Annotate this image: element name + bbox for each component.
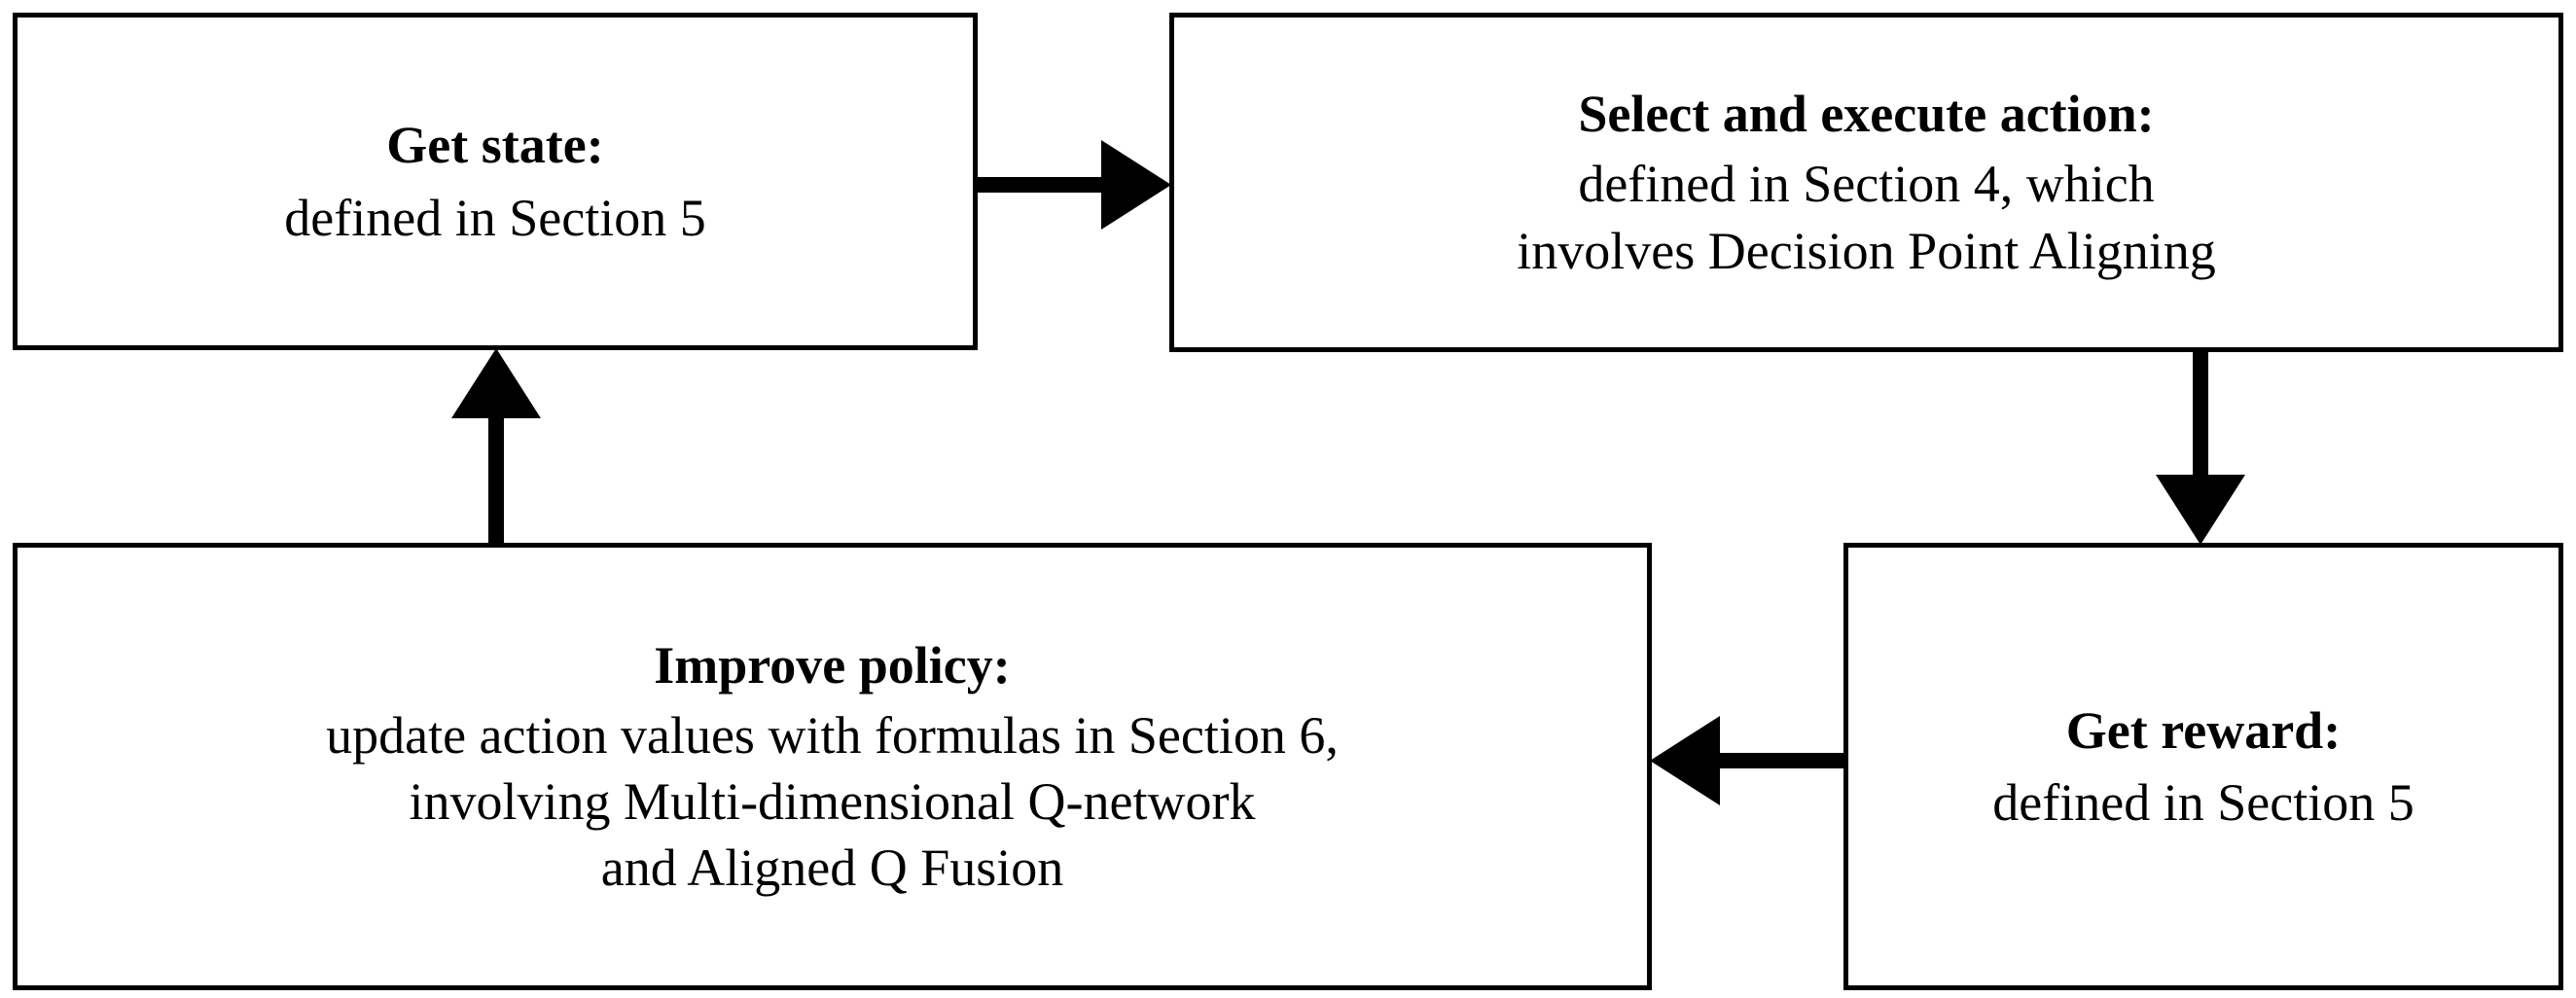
arrow-shaft-horizontal bbox=[1717, 753, 1845, 768]
node-get-reward-line-1: defined in Section 5 bbox=[1992, 773, 2415, 832]
arrow-shaft-horizontal bbox=[976, 177, 1104, 193]
arrow-head-up-icon bbox=[451, 348, 541, 418]
node-get-state-title: Get state: bbox=[386, 116, 604, 175]
edge-get-reward-to-improve-policy bbox=[1650, 716, 1845, 805]
node-improve-policy-line-1: update action values with formulas in Se… bbox=[326, 705, 1339, 765]
node-select-and-execute-action: Select and execute action: defined in Se… bbox=[1169, 13, 2563, 352]
node-select-action-title: Select and execute action: bbox=[1578, 85, 2155, 144]
node-get-state-line-1: defined in Section 5 bbox=[284, 188, 706, 247]
edge-improve-policy-to-get-state bbox=[451, 348, 541, 543]
node-get-reward: Get reward: defined in Section 5 bbox=[1843, 543, 2563, 990]
node-improve-policy-line-2: involving Multi-dimensional Q-network bbox=[409, 772, 1256, 831]
node-get-reward-title: Get reward: bbox=[2065, 700, 2342, 760]
node-improve-policy: Improve policy: update action values wit… bbox=[13, 543, 1652, 990]
node-improve-policy-title: Improve policy: bbox=[654, 635, 1011, 695]
arrow-head-left-icon bbox=[1650, 716, 1720, 805]
arrow-head-down-icon bbox=[2156, 475, 2245, 545]
node-select-action-line-1: defined in Section 4, which bbox=[1578, 155, 2155, 214]
edge-select-action-to-get-reward bbox=[2156, 350, 2245, 545]
arrow-shaft-vertical bbox=[2193, 350, 2208, 477]
node-select-action-line-2: involves Decision Point Aligning bbox=[1517, 221, 2216, 280]
node-get-state: Get state: defined in Section 5 bbox=[13, 13, 978, 350]
arrow-shaft-vertical bbox=[488, 416, 504, 543]
edge-get-state-to-select-action bbox=[976, 140, 1171, 230]
arrow-head-right-icon bbox=[1101, 140, 1171, 230]
node-improve-policy-line-3: and Aligned Q Fusion bbox=[600, 838, 1064, 898]
